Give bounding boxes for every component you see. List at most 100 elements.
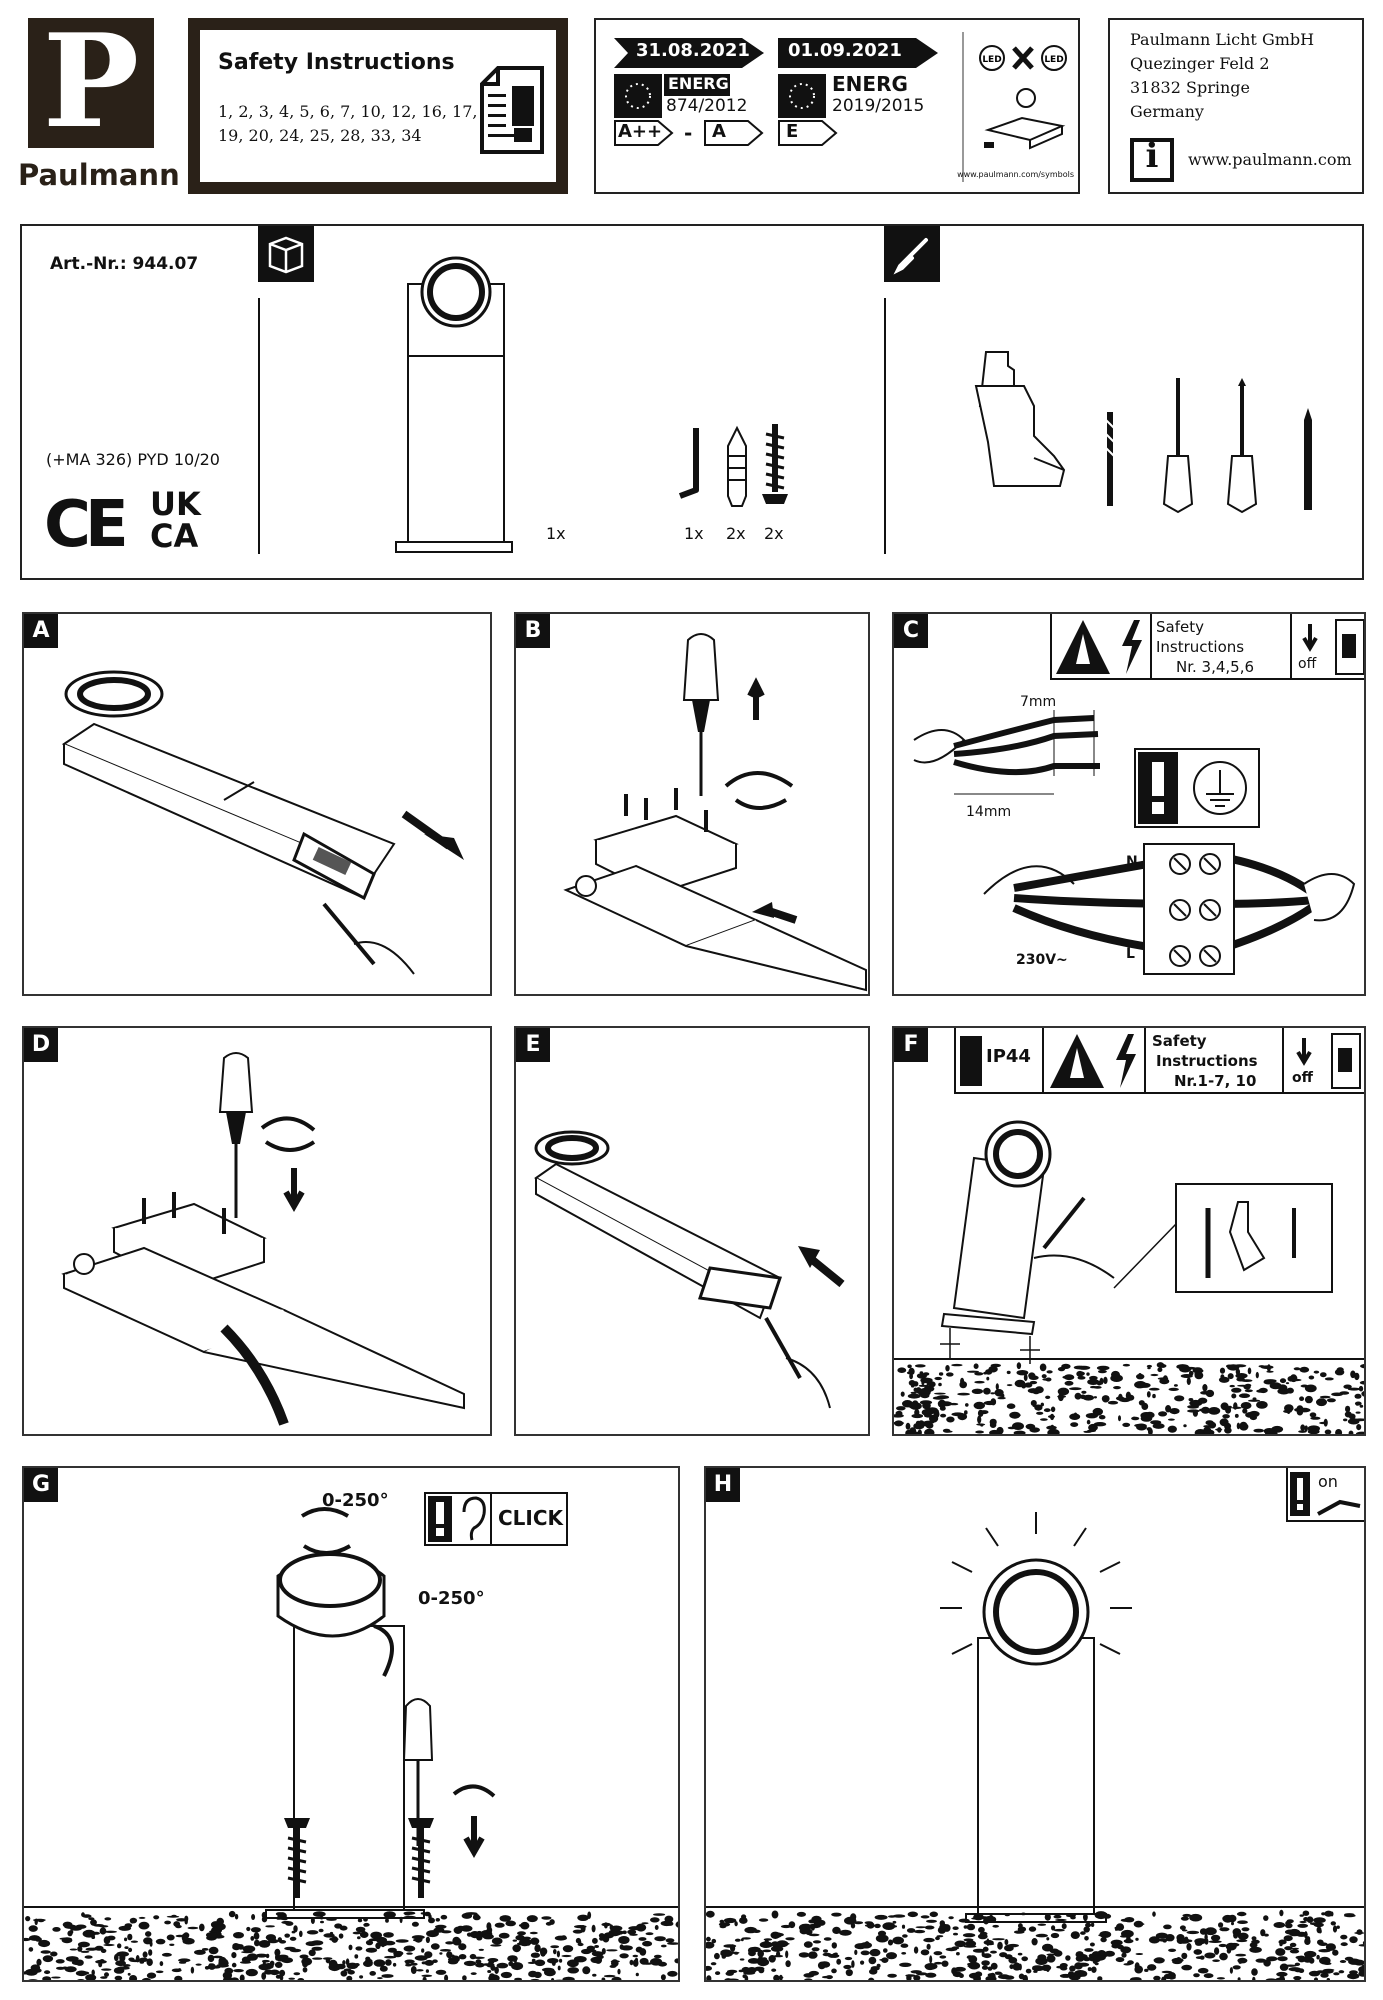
ground-dot [951, 1363, 963, 1367]
ground-dot [205, 1932, 218, 1938]
ground-dot [302, 1967, 308, 1973]
ground-dot [161, 1952, 172, 1957]
warning-triangle-icon [1056, 620, 1110, 674]
ground-dot [254, 1939, 260, 1947]
ground-dot [1293, 1976, 1302, 1980]
bollard-lamp-drawing [395, 256, 513, 553]
ground-dot [261, 1972, 267, 1980]
ground-dot [531, 1958, 536, 1963]
ground-dot [1135, 1953, 1144, 1955]
ground-dot [1179, 1365, 1192, 1373]
ground-dot [452, 1936, 461, 1945]
ground-dot [505, 1920, 516, 1927]
ground-dot [1244, 1389, 1253, 1393]
terminal-l: L [1126, 946, 1135, 962]
ground-dot [901, 1924, 906, 1929]
ground-dot [392, 1962, 397, 1967]
ground-dot [38, 1939, 51, 1948]
ground-dot [274, 1948, 281, 1957]
ground-dot [328, 1959, 338, 1968]
ground-dot [988, 1365, 998, 1373]
ground-dot [178, 1961, 187, 1964]
ground-dot [311, 1946, 323, 1951]
ground-dot [997, 1396, 1006, 1400]
ground-dot [1069, 1971, 1075, 1977]
ground-dot [1012, 1422, 1024, 1430]
ground-dot [1344, 1913, 1355, 1916]
ground-dot [592, 1937, 598, 1944]
ground-dot [378, 1942, 388, 1947]
ground-dot [1233, 1932, 1239, 1939]
ground-dot [923, 1937, 935, 1943]
ground-dot [870, 1966, 880, 1971]
ground-dot [1113, 1386, 1121, 1390]
ground-dot [973, 1401, 985, 1410]
ground-dot [979, 1410, 989, 1415]
ground-dot [1080, 1931, 1086, 1935]
ground-dot [1074, 1970, 1087, 1977]
ground-dot [320, 1920, 324, 1924]
ground-dot [1225, 1406, 1232, 1414]
ground-dot [1226, 1947, 1232, 1954]
ground-dot [918, 1420, 925, 1427]
ground-dot [34, 1918, 38, 1926]
ground-dot [457, 1925, 464, 1930]
ground-dot [365, 1947, 378, 1953]
ground-dot [534, 1959, 546, 1967]
ground-dot [284, 1946, 296, 1951]
ground-dot [155, 1970, 164, 1974]
ground-dot [1115, 1957, 1125, 1963]
ground-dot [635, 1923, 647, 1932]
ground-dot [90, 1919, 97, 1926]
ground-dot [1283, 1409, 1292, 1413]
ground-dot [1186, 1943, 1192, 1951]
ground-dot [1131, 1977, 1142, 1980]
ground-dot [559, 1958, 563, 1963]
ground-dot [798, 1952, 810, 1958]
ground-dot [1361, 1391, 1364, 1397]
ground-dot [228, 1910, 236, 1918]
ground-dot [1018, 1973, 1025, 1980]
ground-dot [231, 1962, 237, 1968]
ground-dot [1041, 1374, 1047, 1379]
ground-dot [1145, 1411, 1155, 1419]
ground-dot [894, 1421, 905, 1425]
ground-dot [822, 1949, 829, 1953]
ground-dot [308, 1949, 316, 1957]
ground-dot [440, 1930, 452, 1934]
ground-dot [832, 1926, 841, 1934]
ground-dot [1126, 1935, 1131, 1943]
ground-dot [896, 1406, 906, 1411]
ground-dot [553, 1949, 557, 1955]
ground-speckle [894, 1362, 1364, 1434]
ground-dot [514, 1977, 522, 1980]
ground-dot [741, 1937, 751, 1940]
ground-dot [929, 1955, 933, 1964]
symbols-url[interactable]: www.paulmann.com/symbols [957, 170, 1074, 179]
ground-dot [902, 1934, 908, 1938]
ground-dot [1208, 1407, 1221, 1415]
ground-dot [355, 1946, 363, 1951]
ground-dot [734, 1921, 738, 1927]
ground-dot [547, 1958, 559, 1964]
ground-dot [981, 1960, 990, 1966]
ground-dot [34, 1937, 42, 1942]
ground-dot [1303, 1917, 1309, 1922]
ground-dot [77, 1946, 83, 1952]
ground-dot [1319, 1395, 1331, 1399]
ground-dot [1260, 1929, 1266, 1937]
ground-dot [1265, 1978, 1277, 1980]
ground-dot [752, 1929, 761, 1933]
class-from: A++ [618, 121, 663, 142]
company-website[interactable]: www.paulmann.com [1188, 150, 1352, 169]
ground-dot [410, 1962, 418, 1966]
ground-surface-h [706, 1906, 1364, 1980]
ground-dot [710, 1962, 717, 1966]
ground-dot [1355, 1431, 1364, 1434]
ground-dot [508, 1961, 514, 1967]
ground-dot [1024, 1382, 1033, 1388]
ground-dot [639, 1948, 647, 1956]
ground-dot [478, 1948, 484, 1951]
ground-dot [1045, 1395, 1051, 1399]
ground-dot [354, 1954, 359, 1959]
